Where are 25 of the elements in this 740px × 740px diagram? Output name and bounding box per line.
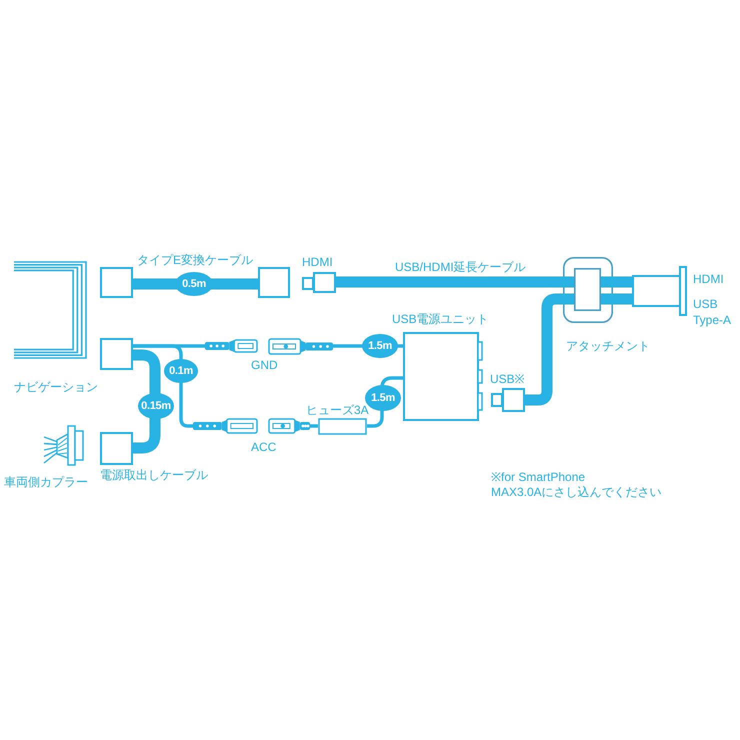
- component-label: HDMI: [302, 255, 333, 269]
- component-label: アタッチメント: [566, 339, 650, 353]
- cable-name: タイプE変換ケーブル: [137, 253, 254, 267]
- cable-name: USB/HDMI延長ケーブル: [395, 260, 526, 274]
- cable: [525, 294, 563, 406]
- cable: [613, 294, 632, 304]
- edge-label: 0.15m: [138, 393, 174, 419]
- component-label: USB Type-A: [693, 296, 732, 328]
- cable: [613, 276, 632, 288]
- edge-label: 0.1m: [164, 359, 198, 383]
- component-label: HDMI: [693, 272, 724, 286]
- cable: [133, 350, 160, 454]
- wire-label: ACC: [251, 440, 276, 454]
- footnote: MAX3.0Aにさし込んでください: [491, 485, 662, 499]
- edge-label: 1.5m: [362, 334, 398, 358]
- cable: [310, 424, 318, 428]
- component-label: 車両側カプラー: [4, 475, 88, 489]
- component-label: ナビゲーション: [14, 380, 98, 394]
- wire-label: GND: [251, 358, 278, 372]
- component-label: USB電源ユニット: [392, 312, 489, 326]
- component-label: USB※: [490, 372, 525, 386]
- edge-label: 0.5m: [175, 272, 213, 296]
- cable-name: 電源取出しケーブル: [100, 468, 208, 482]
- cable: [336, 276, 563, 288]
- footnote: ※for SmartPhone: [491, 470, 586, 484]
